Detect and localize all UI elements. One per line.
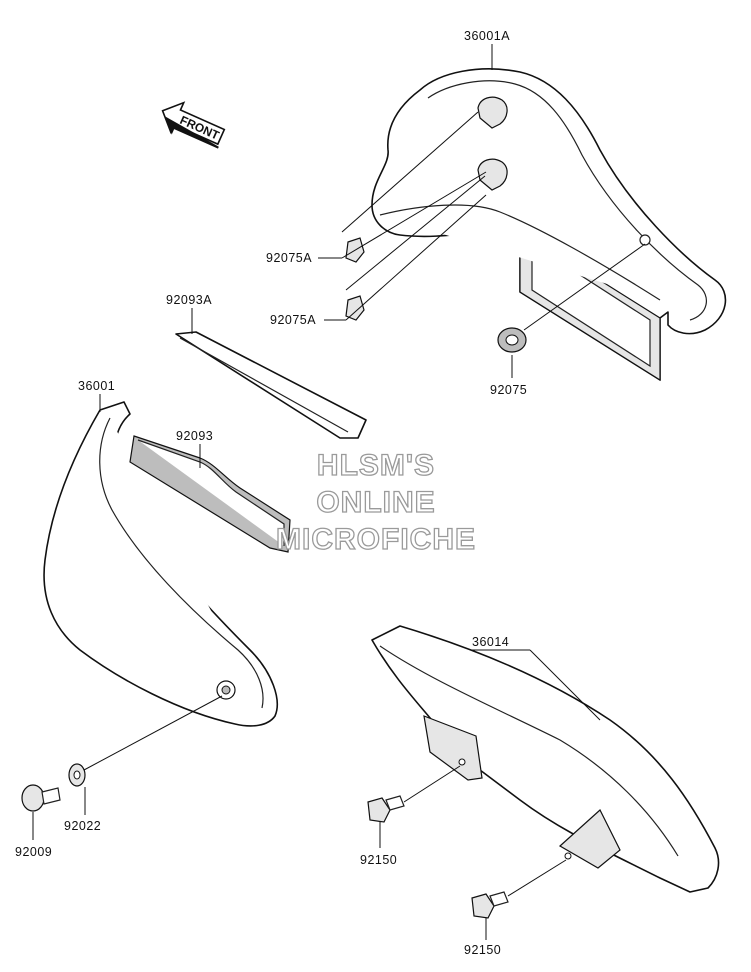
part-92150-bolt-lower bbox=[471, 891, 509, 919]
label-92009: 92009 bbox=[15, 845, 52, 859]
part-92093A-strip bbox=[175, 331, 367, 439]
part-92022-washer bbox=[68, 763, 86, 787]
label-92150-upper: 92150 bbox=[360, 853, 397, 867]
label-92093: 92093 bbox=[176, 429, 213, 443]
part-36014-cover bbox=[371, 625, 720, 893]
label-92150-lower: 92150 bbox=[464, 943, 501, 957]
part-92075-grommet bbox=[497, 327, 527, 353]
part-36001A-cover bbox=[371, 68, 727, 382]
label-92075A-lower: 92075A bbox=[270, 313, 316, 327]
part-92093-seal bbox=[129, 435, 291, 553]
part-92150-bolt-upper bbox=[367, 795, 405, 823]
label-36001: 36001 bbox=[78, 379, 115, 393]
watermark: HLSM'S ONLINE MICROFICHE bbox=[275, 448, 476, 556]
watermark-line1: HLSM'S bbox=[317, 449, 435, 482]
label-92075A-upper: 92075A bbox=[266, 251, 312, 265]
watermark-line3: MICROFICHE bbox=[276, 523, 476, 556]
part-92009-bolt bbox=[21, 784, 61, 812]
label-36014: 36014 bbox=[472, 635, 509, 649]
front-arrow-icon: FRONT bbox=[161, 101, 226, 149]
leader-lines bbox=[32, 44, 646, 940]
label-92022: 92022 bbox=[64, 819, 101, 833]
part-36001-cover bbox=[43, 401, 279, 727]
watermark-line2: ONLINE bbox=[316, 486, 435, 519]
label-36001A: 36001A bbox=[464, 29, 510, 43]
label-92093A: 92093A bbox=[166, 293, 212, 307]
label-92075: 92075 bbox=[490, 383, 527, 397]
part-92075A-clip-lower bbox=[345, 295, 365, 321]
